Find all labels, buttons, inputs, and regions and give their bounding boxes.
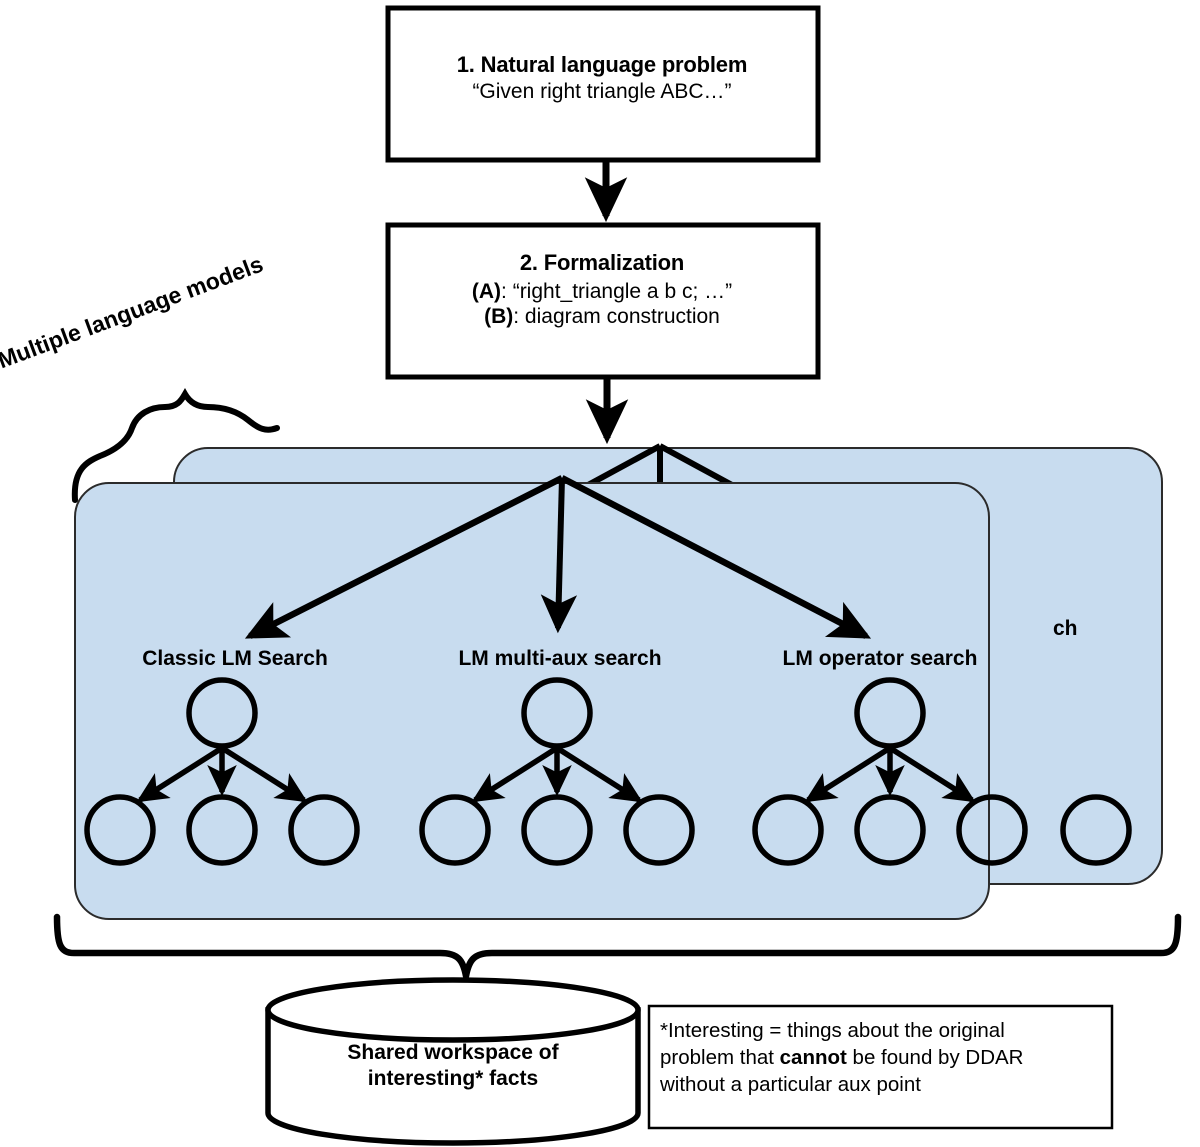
tree-child-node [84, 794, 156, 866]
arrow-to-classic-lm-search [244, 475, 564, 639]
tree-child-node [186, 794, 258, 866]
back-panel-node [1060, 794, 1132, 866]
shared-workspace-label: Shared workspace of interesting* facts [272, 1040, 634, 1093]
shared-workspace-cylinder [265, 977, 641, 1146]
step1-title: 1. Natural language problem [456, 52, 748, 77]
tree-child-node [623, 794, 695, 866]
formalization-box [385, 222, 821, 380]
footnote-box [647, 1004, 1114, 1130]
front-panel-fanout [244, 475, 872, 639]
tree-root-node [854, 677, 926, 749]
back-panel-clipped-label: ch [1053, 617, 1078, 640]
search-tree-lm-operator [752, 677, 1028, 866]
footnote-text: *Interesting = things about the original… [660, 1017, 1110, 1098]
footnote-line-1: *Interesting = things about the original [660, 1019, 1005, 1042]
search-tree-classic-lm [84, 677, 360, 866]
workspace-line-2: interesting* facts [367, 1067, 539, 1091]
tree-child-node [854, 794, 926, 866]
tree-child-node [752, 794, 824, 866]
tree-child-node [521, 794, 593, 866]
step2-line-b: (B): diagram construction [484, 305, 720, 329]
tree-child-node [288, 794, 360, 866]
formalization-text: 2. Formalization (A): “right_triangle a … [392, 250, 812, 330]
footnote-line-3: without a particular aux point [660, 1073, 921, 1097]
step2-line-a: (A): “right_triangle a b c; …” [471, 279, 733, 303]
group-label-lm-multi-aux-search: LM multi-aux search [458, 647, 662, 670]
group-label-classic-lm-search: Classic LM Search [142, 647, 328, 670]
natural-language-problem-text: 1. Natural language problem “Given right… [392, 52, 812, 104]
search-tree-lm-multi-aux [419, 677, 695, 866]
natural-language-problem-box [385, 5, 821, 163]
tree-root-node [521, 677, 593, 749]
group-label-lm-operator-search: LM operator search [782, 647, 978, 670]
tree-root-node [186, 677, 258, 749]
footnote-line-2: problem that cannot be found by DDAR [660, 1046, 1024, 1070]
step2-title: 2. Formalization [519, 250, 685, 275]
panels-to-workspace-brace [53, 913, 1182, 980]
tree-child-node [956, 794, 1028, 866]
step1-subtitle: “Given right triangle ABC…” [472, 79, 732, 103]
tree-child-node [419, 794, 491, 866]
multiple-language-models-brace [71, 387, 280, 503]
arrow-to-lm-multi-aux-search [540, 477, 578, 634]
arrow-to-lm-operator-search [560, 475, 872, 639]
workspace-line-1: Shared workspace of [347, 1041, 559, 1064]
